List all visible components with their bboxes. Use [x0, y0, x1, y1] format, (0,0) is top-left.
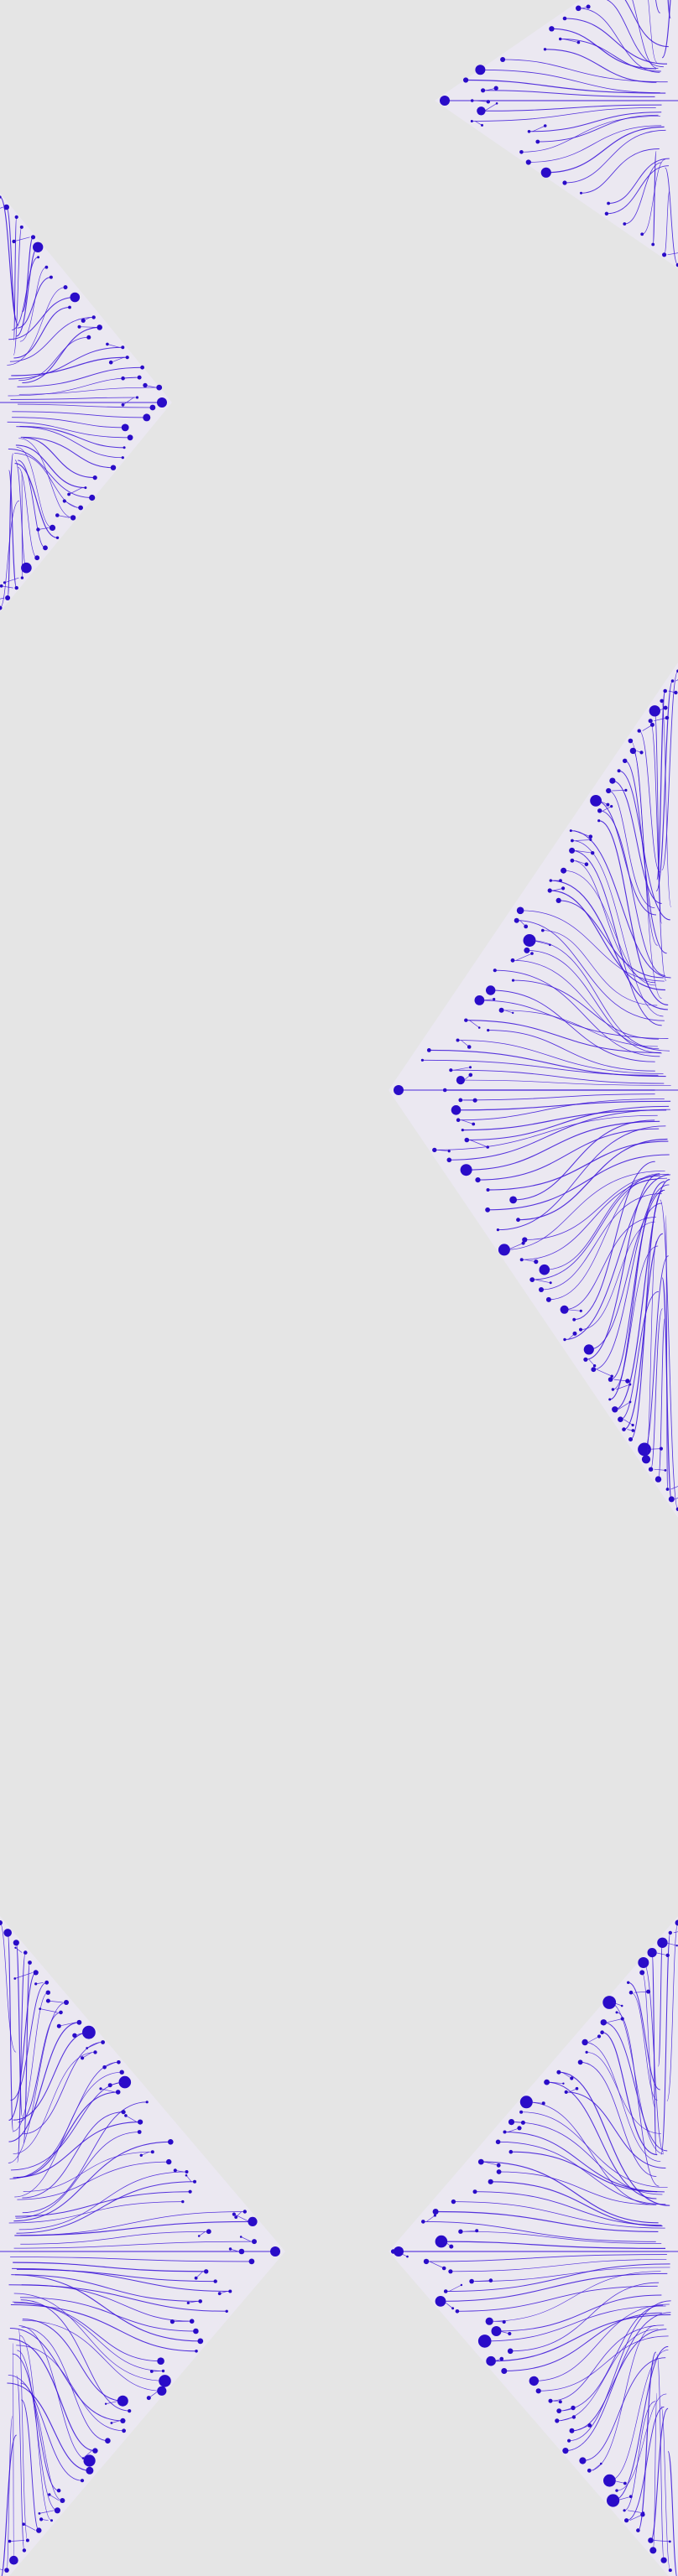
- upper-left-motif: [0, 193, 172, 612]
- top-right-motif: [435, 0, 678, 268]
- bottom-left-motif: [0, 1916, 285, 2576]
- bottom-right-motif: [389, 1916, 678, 2576]
- middle-right-motif: [389, 662, 678, 1518]
